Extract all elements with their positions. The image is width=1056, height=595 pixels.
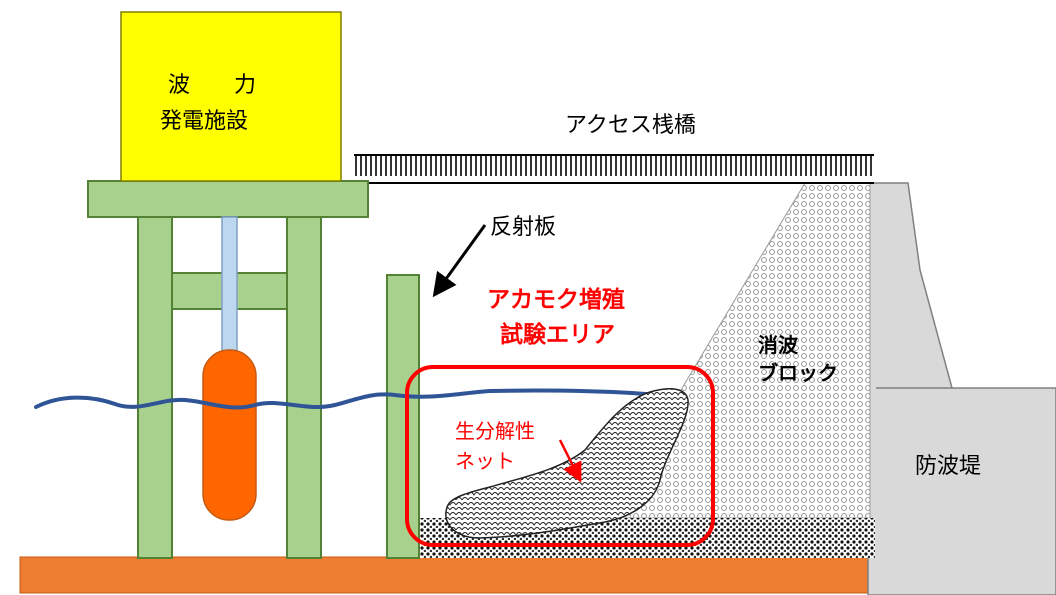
- breakwater: [867, 182, 1056, 595]
- access-bridge: [354, 154, 874, 184]
- wave-block-label-line2: ブロック: [758, 361, 838, 385]
- float-buoy: [202, 349, 257, 521]
- test-area-frame: [405, 365, 715, 547]
- power-plant-box: [120, 11, 342, 182]
- seabed: [19, 556, 871, 594]
- net-label-line1: 生分解性: [455, 419, 535, 443]
- reflector-label: 反射板: [490, 215, 556, 240]
- power-plant-label-line1: 波 力: [168, 73, 256, 98]
- power-plant-label-line2: 発電施設: [160, 109, 248, 134]
- wave-block-label-line1: 消波: [758, 333, 799, 357]
- reflector-plate: [386, 274, 420, 559]
- net-arrow: [558, 439, 582, 483]
- breakwater-label: 防波堤: [915, 454, 981, 479]
- access-bridge-label: アクセス桟橋: [565, 113, 696, 138]
- water-surface-line: [34, 388, 662, 410]
- net-label-line2: ネット: [455, 449, 515, 473]
- reflector-arrow: [432, 224, 487, 298]
- test-area-label-line1: アカモク増殖: [487, 286, 625, 313]
- test-area-label-line2: 試験エリア: [500, 321, 615, 348]
